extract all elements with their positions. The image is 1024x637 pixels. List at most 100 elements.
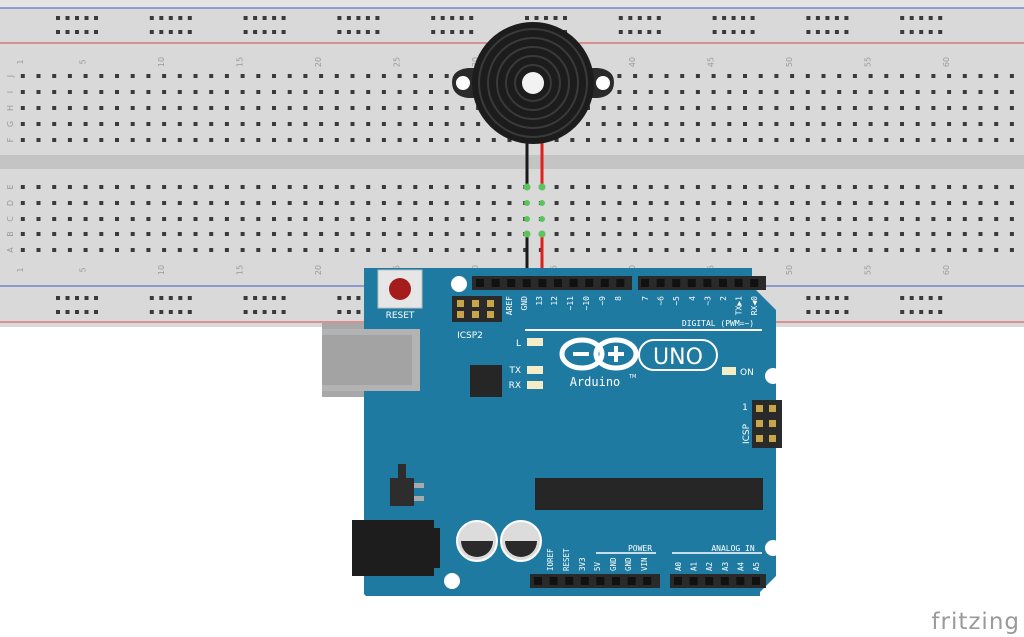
breadboard-hole xyxy=(460,201,465,205)
rail-hole xyxy=(272,310,277,314)
digital-pin-label: 13 xyxy=(535,296,544,306)
breadboard-hole xyxy=(444,232,449,236)
row-label: I xyxy=(6,91,15,93)
rail-hole xyxy=(712,16,717,20)
breadboard-hole xyxy=(884,217,889,221)
breadboard-hole xyxy=(429,74,433,78)
rail-hole xyxy=(84,16,89,20)
breadboard-hole xyxy=(162,248,167,252)
rail-hole xyxy=(450,16,455,20)
rail-hole xyxy=(469,30,474,34)
breadboard-hole xyxy=(444,217,449,221)
column-number: 25 xyxy=(393,57,402,67)
breadboard-hole xyxy=(1009,74,1014,78)
breadboard-hole xyxy=(758,201,763,205)
reset-button-cap[interactable] xyxy=(389,278,411,300)
breadboard-hole xyxy=(978,217,983,221)
breadboard-hole xyxy=(146,185,151,189)
breadboard-hole xyxy=(193,138,198,142)
breadboard-hole xyxy=(680,74,685,78)
led-l xyxy=(527,338,543,346)
breadboard-hole xyxy=(900,248,904,252)
rail-hole xyxy=(834,16,839,20)
breadboard-hole xyxy=(115,248,119,252)
breadboard-hole xyxy=(350,106,355,110)
digital-pin-label: RX◀0 xyxy=(750,296,759,315)
rail-hole xyxy=(938,16,943,20)
breadboard-hole xyxy=(617,232,622,236)
breadboard-hole xyxy=(413,74,418,78)
breadboard-hole xyxy=(334,138,339,142)
breadboard-hole xyxy=(130,90,135,94)
rail-hole xyxy=(834,296,839,300)
breadboard-hole xyxy=(287,90,292,94)
analog-pin-label: A2 xyxy=(705,562,714,571)
breadboard-hole xyxy=(947,232,952,236)
breadboard-hole xyxy=(727,74,732,78)
breadboard-hole xyxy=(20,106,25,110)
breadboard-hole xyxy=(648,90,653,94)
arduino-logo: UNO Arduino TM xyxy=(559,337,718,389)
led-rx xyxy=(527,381,543,389)
rail-hole xyxy=(900,30,905,34)
row-label: D xyxy=(6,200,15,206)
breadboard-hole xyxy=(413,248,418,252)
rail-hole xyxy=(56,30,60,34)
breadboard-hole xyxy=(381,248,386,252)
rail-hole xyxy=(262,310,267,314)
breadboard-hole xyxy=(162,90,167,94)
breadboard-hole xyxy=(727,122,732,126)
breadboard-hole xyxy=(978,122,983,126)
breadboard-hole xyxy=(554,201,559,205)
breadboard-hole xyxy=(20,122,25,126)
buzzer-wires xyxy=(523,140,546,283)
breadboard-hole xyxy=(915,185,920,189)
breadboard-hole xyxy=(962,201,967,205)
breadboard-hole xyxy=(664,138,669,142)
breadboard-hole xyxy=(429,106,433,110)
breadboard-hole xyxy=(1009,201,1014,205)
breadboard-hole xyxy=(507,185,512,189)
breadboard-hole xyxy=(162,201,167,205)
rail-hole xyxy=(909,30,914,34)
breadboard-hole xyxy=(115,122,119,126)
breadboard-hole xyxy=(978,201,983,205)
rail-hole xyxy=(825,296,830,300)
breadboard-hole xyxy=(743,106,747,110)
breadboard-hole xyxy=(146,248,151,252)
breadboard-hole xyxy=(224,248,229,252)
breadboard-hole xyxy=(774,138,779,142)
breadboard-hole xyxy=(67,122,72,126)
breadboard-hole xyxy=(491,232,496,236)
breadboard-hole xyxy=(287,201,292,205)
rail-hole xyxy=(534,16,539,20)
header-pin xyxy=(703,279,712,287)
rail-hole xyxy=(919,310,924,314)
breadboard-hole xyxy=(397,185,402,189)
breadboard-hole xyxy=(837,106,842,110)
breadboard-hole xyxy=(507,201,512,205)
breadboard-hole xyxy=(240,90,245,94)
rail-hole xyxy=(65,30,70,34)
breadboard-hole xyxy=(790,201,795,205)
breadboard-hole xyxy=(162,122,167,126)
column-number: 10 xyxy=(157,265,166,275)
breadboard-hole xyxy=(884,106,889,110)
rail-hole xyxy=(928,296,933,300)
breadboard-hole xyxy=(209,217,214,221)
breadboard-hole xyxy=(805,74,810,78)
rail-hole xyxy=(159,310,164,314)
breadboard-hole xyxy=(146,122,151,126)
header-pin xyxy=(580,577,589,585)
breadboard-hole xyxy=(177,122,182,126)
column-number: 20 xyxy=(314,57,323,67)
rail-hole xyxy=(243,296,248,300)
breadboard-hole xyxy=(711,201,716,205)
led-l-label: L xyxy=(516,339,521,349)
breadboard-hole xyxy=(287,232,292,236)
breadboard-hole xyxy=(146,201,151,205)
breadboard-hole xyxy=(115,138,119,142)
breadboard-hole xyxy=(287,138,292,142)
breadboard-hole xyxy=(256,90,261,94)
header-pin xyxy=(641,279,649,287)
